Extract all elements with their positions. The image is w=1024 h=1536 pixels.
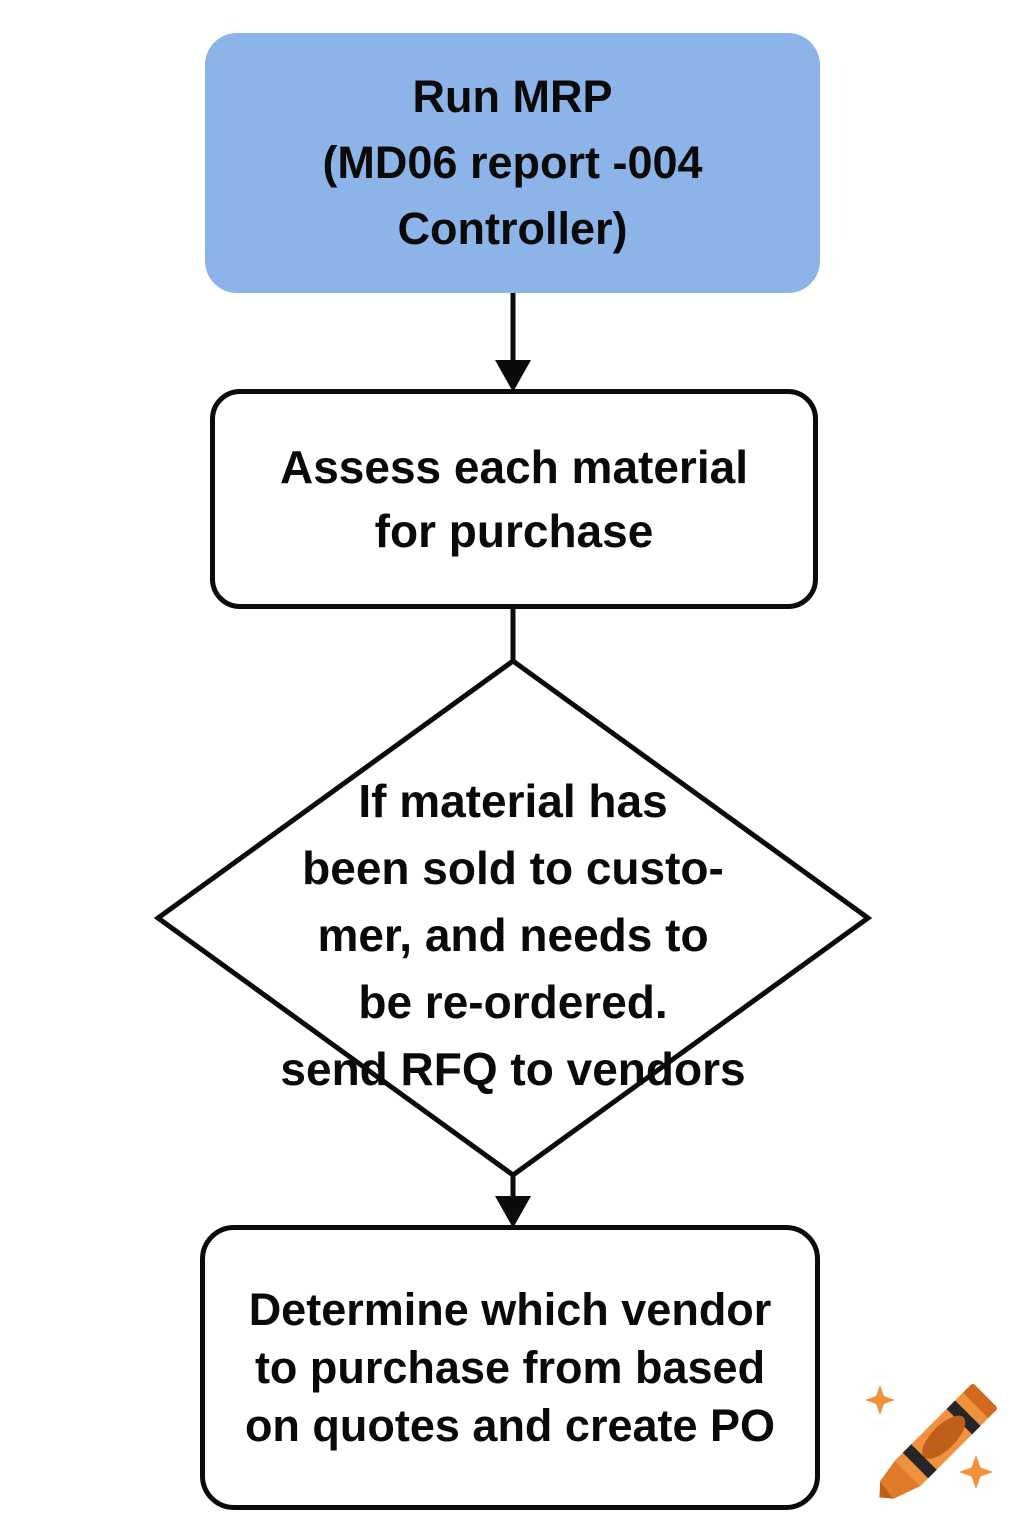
arrowhead-down-icon: [495, 1196, 531, 1228]
node-run-mrp: Run MRP (MD06 report -004 Controller): [205, 33, 820, 293]
node-run-mrp-label: Run MRP (MD06 report -004 Controller): [322, 71, 703, 254]
sparkle-icon: [959, 1455, 993, 1489]
node-assess-material-label: Assess each material for purchase: [280, 441, 748, 557]
node-determine-vendor: Determine which vendor to purchase from …: [200, 1225, 820, 1510]
decision-diamond-shape: [153, 657, 873, 1179]
sparkle-icon: [865, 1385, 895, 1415]
node-decision-label: If material has been sold to custo- mer,…: [280, 775, 746, 1095]
node-assess-material: Assess each material for purchase: [210, 389, 818, 609]
node-determine-vendor-label: Determine which vendor to purchase from …: [244, 1283, 776, 1451]
crayon-body: [879, 1384, 997, 1499]
crayon-icon: [865, 1384, 997, 1499]
arrowhead-down-icon: [495, 360, 531, 392]
